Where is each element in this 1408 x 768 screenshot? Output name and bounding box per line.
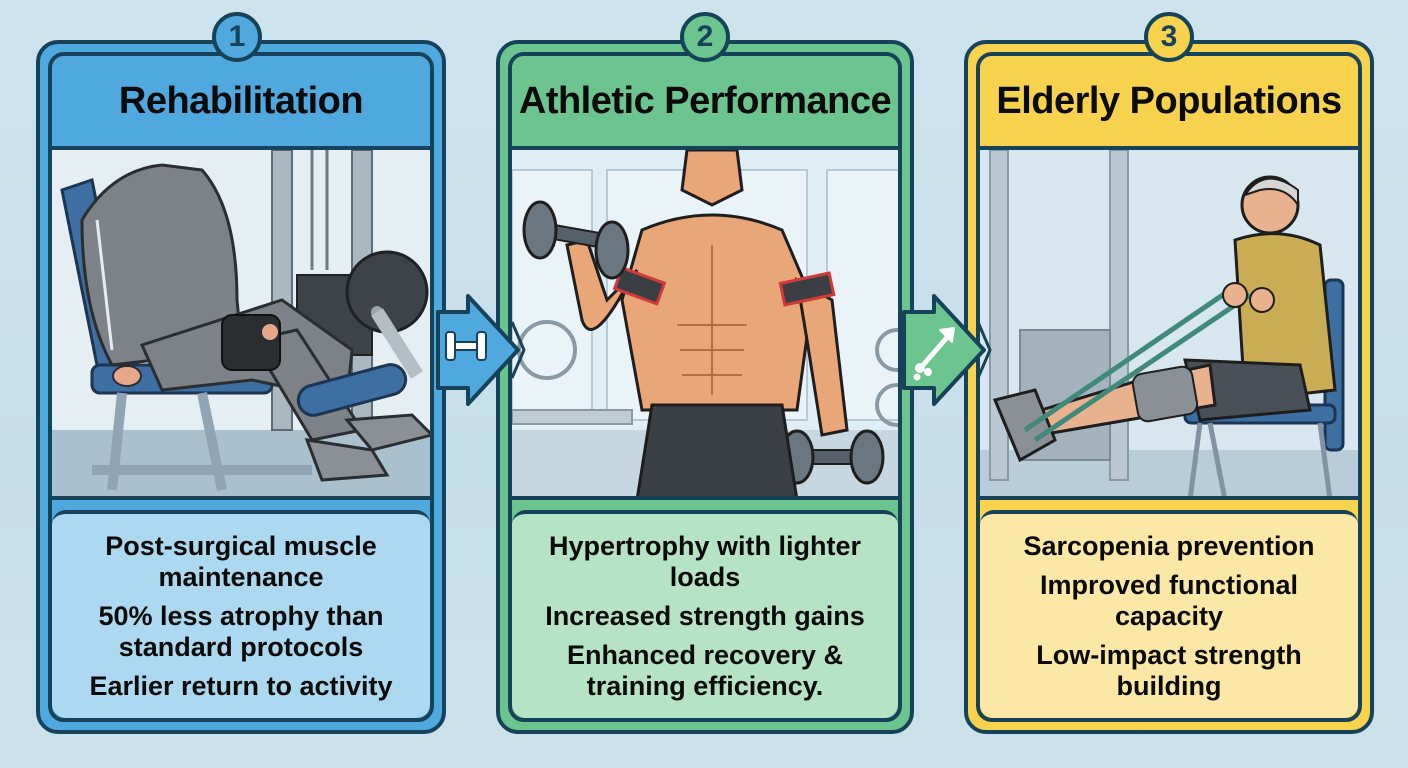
- card-header: Rehabilitation: [52, 56, 430, 150]
- card-divider: [980, 500, 1358, 510]
- connector-arrow-2: [900, 292, 992, 408]
- rehabilitation-illustration: [52, 150, 430, 500]
- card-title: Athletic Performance: [518, 79, 892, 122]
- step-number-badge: 2: [680, 12, 730, 62]
- card-rehabilitation: Rehabilitation: [36, 40, 446, 734]
- athletic-performance-illustration: [512, 150, 898, 500]
- benefit-item: Improved functional capacity: [1039, 569, 1299, 631]
- step-number-badge: 1: [212, 12, 262, 62]
- dumbbell-icon: [445, 331, 487, 361]
- card-athletic-performance: Athletic Performance: [496, 40, 914, 734]
- card-header: Elderly Populations: [980, 56, 1358, 150]
- benefits-box: Sarcopenia prevention Improved functiona…: [980, 510, 1358, 718]
- elderly-populations-illustration: [980, 150, 1358, 500]
- benefit-item: Post-surgical muscle maintenance: [105, 530, 377, 592]
- benefits-box: Post-surgical muscle maintenance 50% les…: [52, 510, 430, 718]
- benefit-item: Hypertrophy with lighter loads: [548, 530, 862, 592]
- growth-arrow-icon: [913, 327, 955, 381]
- card-divider: [52, 500, 430, 510]
- benefit-item: Enhanced recovery & training efficiency.: [566, 639, 844, 701]
- benefit-item: Sarcopenia prevention: [1023, 530, 1315, 561]
- card-title: Rehabilitation: [118, 79, 364, 122]
- card-inner: Elderly Populations: [976, 52, 1362, 722]
- step-number-badge: 3: [1144, 12, 1194, 62]
- benefits-box: Hypertrophy with lighter loads Increased…: [512, 510, 898, 718]
- card-inner: Athletic Performance: [508, 52, 902, 722]
- benefit-item: Low-impact strength building: [1036, 639, 1302, 701]
- benefit-item: 50% less atrophy than standard protocols: [98, 600, 384, 662]
- card-title: Elderly Populations: [996, 79, 1342, 122]
- benefit-item: Increased strength gains: [545, 600, 865, 631]
- card-elderly-populations: Elderly Populations: [964, 40, 1374, 734]
- card-inner: Rehabilitation: [48, 52, 434, 722]
- benefit-item: Earlier return to activity: [89, 670, 393, 701]
- card-header: Athletic Performance: [512, 56, 898, 150]
- card-divider: [512, 500, 898, 510]
- connector-arrow-1: [434, 292, 526, 408]
